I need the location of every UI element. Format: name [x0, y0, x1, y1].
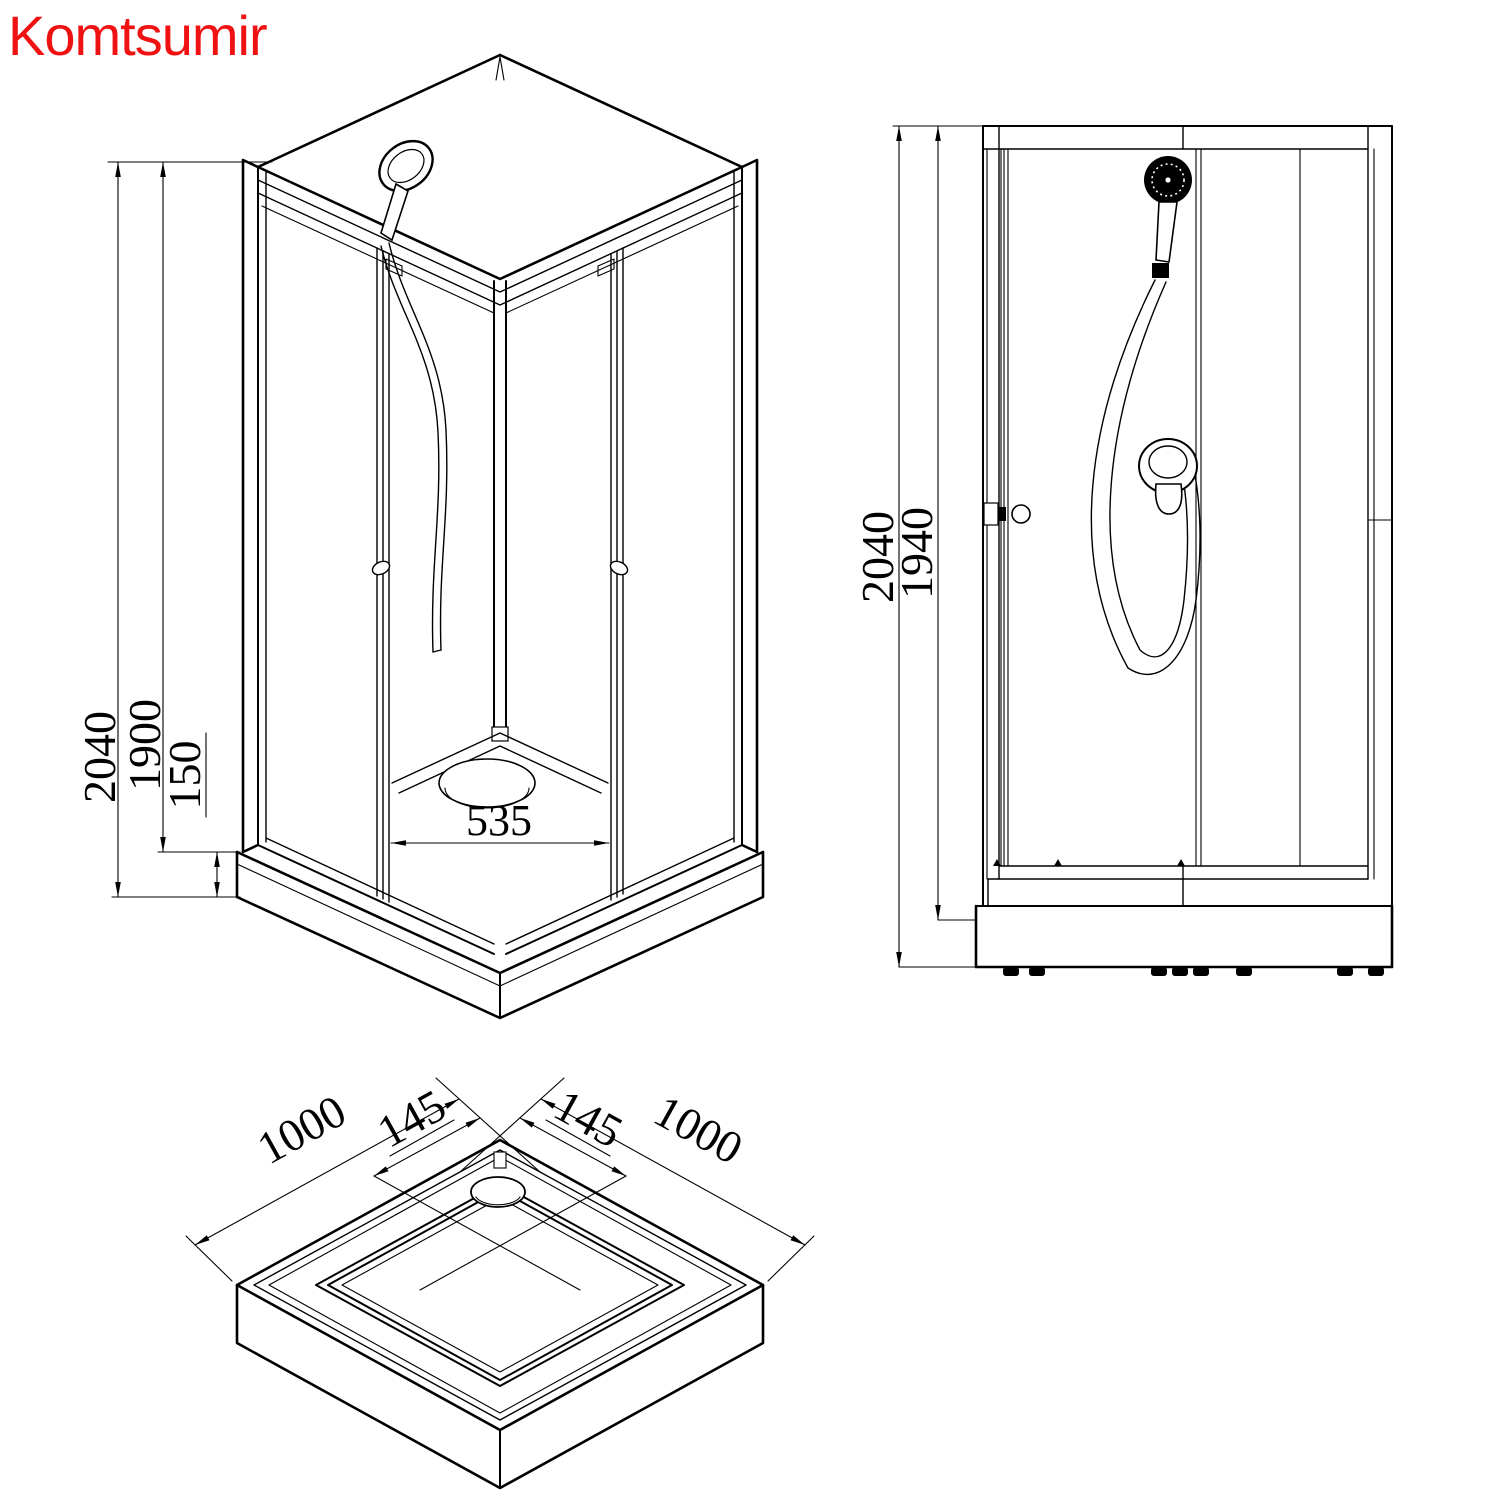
shower-handle-front [1155, 201, 1178, 263]
front-base [974, 859, 1394, 976]
hand-shower-iso [378, 139, 448, 653]
dim-145-right-label: 145 [546, 1079, 631, 1157]
door-knob-right-iso [609, 560, 629, 576]
iso-roof [256, 53, 744, 314]
brand-logo: Komtsumir [8, 4, 268, 67]
dimension-iso-total-height: 2040 [74, 161, 273, 898]
iso-sliding-doors [371, 247, 629, 903]
iso-side-walls [241, 158, 759, 854]
front-glass-panels [1000, 148, 1301, 867]
iso-corner-post [491, 280, 509, 742]
dimension-iso-opening: 535 [390, 796, 610, 846]
dim-1940-label: 1940 [891, 507, 942, 599]
dimension-iso-cabin-height: 1900 [119, 161, 241, 853]
isometric-view: 535 2040 1900 150 [74, 53, 765, 1020]
shower-hose-iso [388, 242, 448, 651]
dim-2040-iso-label: 2040 [74, 711, 125, 803]
door-knob-front [983, 502, 1031, 526]
shower-handle-iso [380, 182, 409, 242]
tray-top-view: 1000 1000 145 145 [185, 1077, 815, 1490]
tray-drain [470, 1176, 526, 1208]
brand-name-text: Komtsumir [8, 4, 267, 67]
shower-hose-front [1090, 279, 1201, 675]
dim-1000-right-label: 1000 [646, 1085, 751, 1174]
dim-535-label: 535 [466, 796, 532, 845]
iso-tray-interior [391, 732, 609, 809]
door-knob-left-iso [371, 560, 391, 576]
mixer-valve [1138, 438, 1198, 515]
dim-1000-left-label: 1000 [249, 1085, 354, 1174]
dimension-front-cabin-height: 1940 [891, 125, 977, 921]
drain-iso [438, 758, 536, 808]
iso-tray-base [235, 837, 765, 1020]
dim-145-left-label: 145 [369, 1079, 454, 1157]
front-frame [892, 125, 1393, 907]
dim-1900-label: 1900 [119, 699, 170, 791]
base-feet [1003, 967, 1384, 976]
front-view: 2040 1940 [852, 125, 1394, 976]
dim-150-label: 150 [159, 741, 210, 810]
dimension-front-total-height: 2040 [852, 125, 977, 968]
hand-shower-front [1090, 156, 1201, 675]
drain-top-view [470, 1176, 526, 1208]
hose-connector [1152, 263, 1169, 278]
dimension-iso-tray-height: 150 [159, 732, 220, 898]
dim-2040-front-label: 2040 [852, 511, 903, 603]
